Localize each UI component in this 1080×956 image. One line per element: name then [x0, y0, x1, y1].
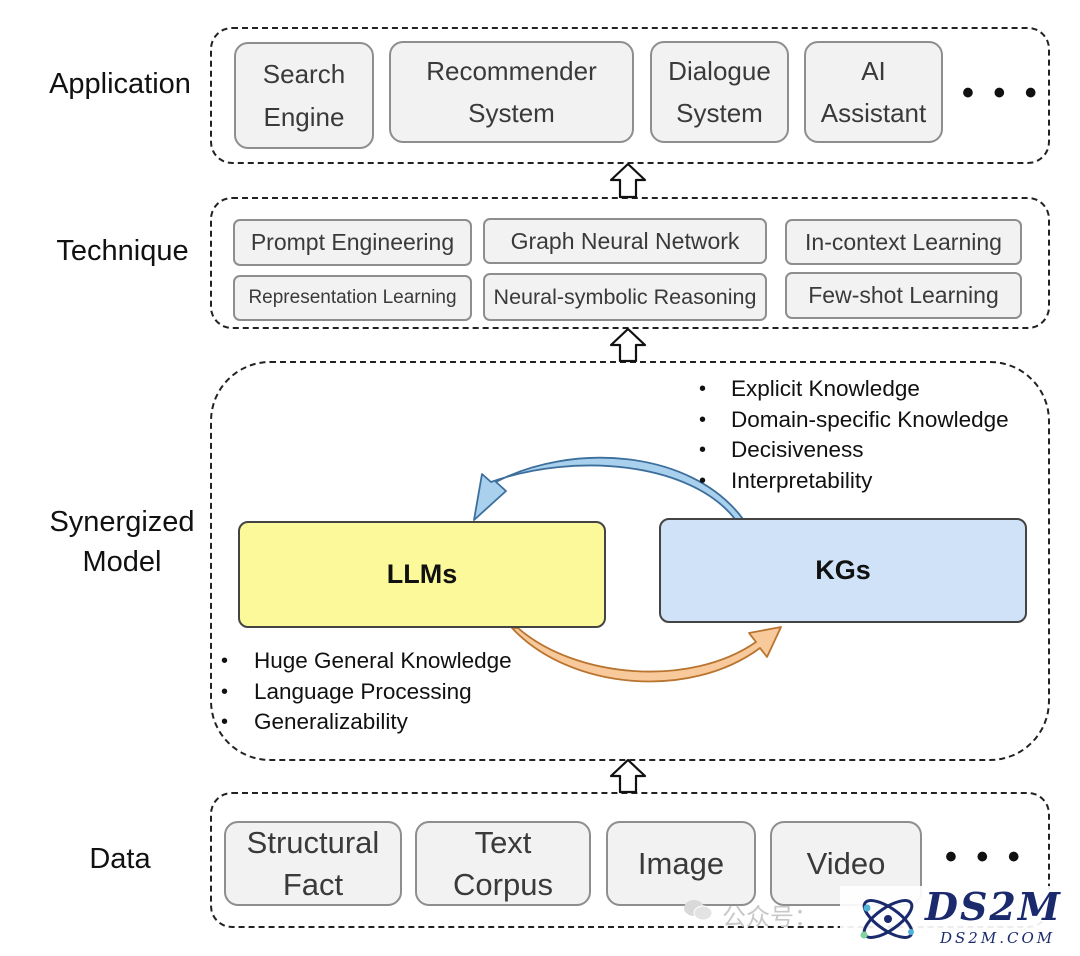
few-shot-learning-box: Few-shot Learning: [785, 272, 1022, 319]
kg-property-item: Interpretability: [699, 466, 1009, 497]
watermark-channel-text: 公众号：: [722, 904, 818, 931]
ds2m-logo-icon: [855, 888, 921, 950]
video-box: Video: [770, 821, 922, 906]
data-ellipsis: • • •: [945, 838, 1025, 876]
kgs-to-llms-arrow: [473, 456, 744, 521]
representation-learning-box: Representation Learning: [233, 275, 472, 321]
kg-property-item: Decisiveness: [699, 435, 1009, 466]
text-corpus-box: Text Corpus: [415, 821, 591, 906]
dialogue-system-box: Dialogue System: [650, 41, 789, 143]
llm-properties-list: Huge General Knowledge Language Processi…: [221, 646, 512, 738]
llm-property-item: Huge General Knowledge: [221, 646, 512, 677]
kgs-label: KGs: [815, 555, 871, 585]
prompt-engineering-box: Prompt Engineering: [233, 219, 472, 266]
kg-property-item: Domain-specific Knowledge: [699, 405, 1009, 436]
llms-label: LLMs: [386, 559, 458, 589]
search-engine-box: Search Engine: [234, 42, 374, 149]
wechat-icon: [683, 898, 713, 922]
synergized-model-layer-label: Synergized Model: [49, 506, 195, 579]
structural-fact-box: Structural Fact: [224, 821, 402, 906]
llm-property-item: Language Processing: [221, 677, 512, 708]
application-layer-label: Application: [49, 68, 191, 100]
kg-property-item: Explicit Knowledge: [699, 374, 1009, 405]
watermark: [840, 886, 1080, 956]
image-box: Image: [606, 821, 756, 906]
technique-layer-label: Technique: [56, 235, 189, 267]
application-layer: [210, 27, 1050, 164]
llms-box: LLMs: [238, 521, 606, 628]
application-ellipsis: • • •: [962, 74, 1042, 112]
kgs-box: KGs: [659, 518, 1027, 623]
llm-property-item: Generalizability: [221, 707, 512, 738]
ai-assistant-box: AI Assistant: [804, 41, 943, 143]
neural-symbolic-reasoning-box: Neural-symbolic Reasoning: [483, 273, 767, 321]
kg-properties-list: Explicit Knowledge Domain-specific Knowl…: [699, 374, 1009, 497]
ds2m-site: DS2M.COM: [940, 929, 1056, 947]
graph-neural-network-box: Graph Neural Network: [483, 218, 767, 264]
up-arrow-technique-to-application: [609, 162, 647, 199]
up-arrow-model-to-technique: [609, 327, 647, 363]
ds2m-brand: DS2M: [925, 884, 1062, 929]
recommender-system-box: Recommender System: [389, 41, 634, 143]
llms-to-kgs-arrow: [511, 626, 782, 683]
up-arrow-data-to-model: [609, 758, 647, 794]
data-layer-label: Data: [89, 843, 151, 875]
in-context-learning-box: In-context Learning: [785, 219, 1022, 265]
